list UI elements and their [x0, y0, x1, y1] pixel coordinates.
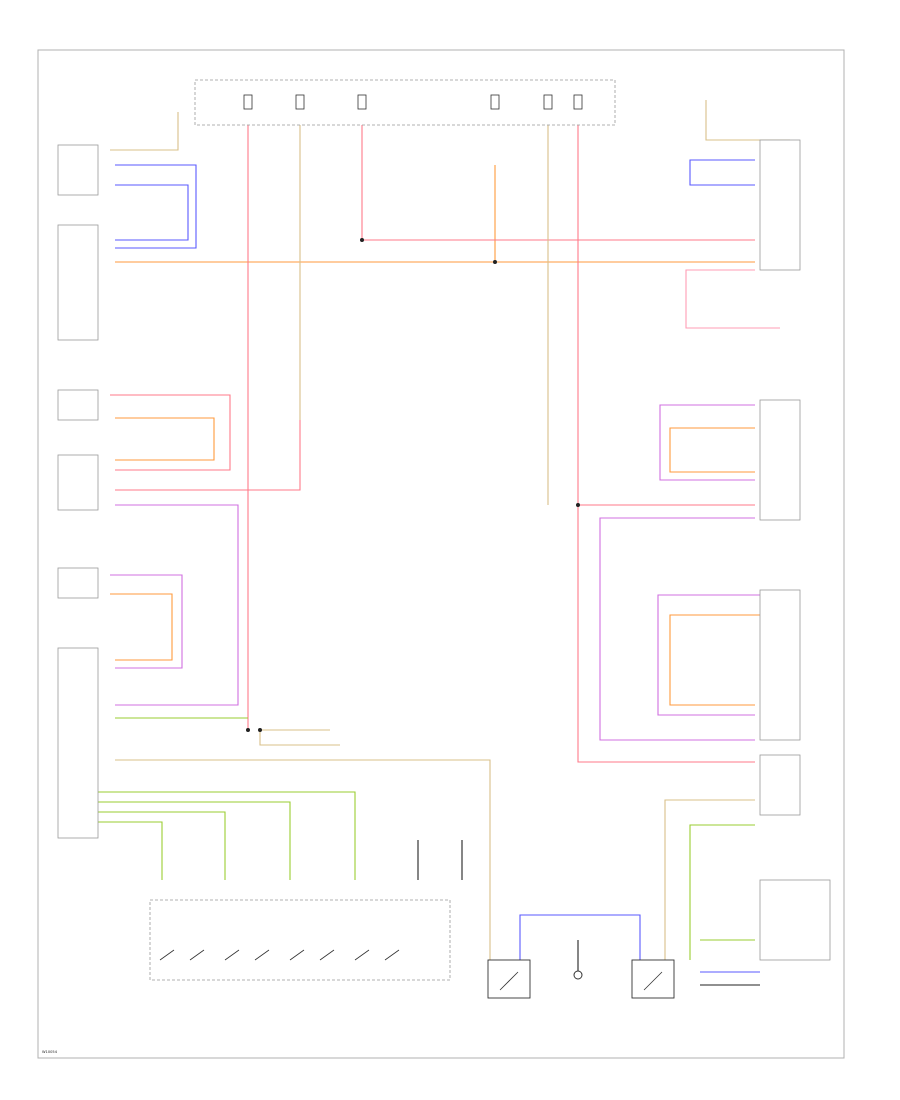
- comp-top-left-module: [57, 144, 99, 196]
- wire-orange-rdoor: [669, 427, 755, 473]
- wire-green-bus-3: [95, 811, 226, 880]
- wire-tan-lower-c: [259, 730, 340, 746]
- comp-ground-point: [573, 970, 583, 980]
- comp-left-seat-module: [57, 454, 99, 511]
- fuse-d-icon: [490, 94, 500, 110]
- comp-right-lower-connector: [759, 754, 801, 816]
- wire-blue-right: [689, 159, 755, 186]
- window-switches: [159, 949, 663, 991]
- comp-driver-switch-panel: [149, 899, 451, 981]
- switch-passenger-lock-icon: [643, 971, 663, 991]
- wire-red-main: [361, 120, 755, 241]
- splice-dot: [576, 503, 580, 507]
- wire-orange-rrear: [669, 614, 780, 706]
- wire-violet-rseat: [599, 517, 755, 741]
- splices: [246, 238, 580, 732]
- wire-tan-lower: [115, 759, 491, 960]
- comp-left-door-motor: [57, 389, 99, 421]
- splice-dot: [360, 238, 364, 242]
- wire-orange-ldoor-2: [115, 417, 215, 461]
- fuse-f-icon: [573, 94, 583, 110]
- wire-blue-left-a: [115, 164, 197, 249]
- wire-violet-rrear: [657, 594, 780, 716]
- wire-violet-rdoor: [659, 404, 755, 481]
- switch-driver-lock-icon: [499, 971, 519, 991]
- wire-violet-lseat: [115, 504, 239, 706]
- comp-driver-lock-switch: [487, 959, 531, 999]
- splice-dot: [493, 260, 497, 264]
- splice-dot: [246, 728, 250, 732]
- splice-dot: [258, 728, 262, 732]
- wires: [95, 100, 790, 986]
- comp-left-control-unit: [57, 224, 99, 341]
- comp-right-rear-module: [759, 589, 801, 741]
- wire-red-fuse-d: [577, 120, 755, 506]
- components: [57, 79, 831, 999]
- wire-tan-top-right: [705, 100, 790, 141]
- switch-right-front-icon: [289, 949, 335, 961]
- comp-right-window-switch: [759, 879, 831, 961]
- wire-green-rlower: [689, 824, 755, 960]
- wire-green-bus-1: [95, 791, 356, 880]
- wire-red-ldoor-1: [110, 394, 231, 471]
- switch-left-front-icon: [224, 949, 270, 961]
- comp-right-upper-connector: [759, 139, 801, 271]
- wire-orange-lrear-2: [110, 593, 173, 661]
- switch-right-rear-icon: [354, 949, 400, 961]
- wire-tan-rlower: [664, 799, 755, 960]
- wire-green-bus-4: [95, 821, 163, 880]
- comp-passenger-lock-switch: [631, 959, 675, 999]
- fuse-b-icon: [295, 94, 305, 110]
- comp-left-rear-motor: [57, 567, 99, 599]
- diagram-code: W10054: [42, 1050, 58, 1054]
- wire-pink-right-1: [685, 269, 780, 329]
- fuses: [243, 94, 583, 110]
- switch-rear-left-icon: [159, 949, 205, 961]
- comp-right-door-module: [759, 399, 801, 521]
- wire-tan-top-left: [110, 112, 179, 151]
- wire-blue-left-b: [115, 184, 189, 241]
- wire-green-bus-2: [95, 801, 291, 880]
- fuse-c-icon: [357, 94, 367, 110]
- wire-red-fuse-b: [115, 420, 301, 491]
- wire-violet-lrear-1: [110, 574, 183, 669]
- wire-blue-lower: [519, 914, 641, 960]
- fuse-e-icon: [543, 94, 553, 110]
- wire-red-fuse-e: [577, 505, 755, 763]
- diagram-frame: [37, 49, 845, 1059]
- fuse-a-icon: [243, 94, 253, 110]
- comp-left-rear-control: [57, 647, 99, 839]
